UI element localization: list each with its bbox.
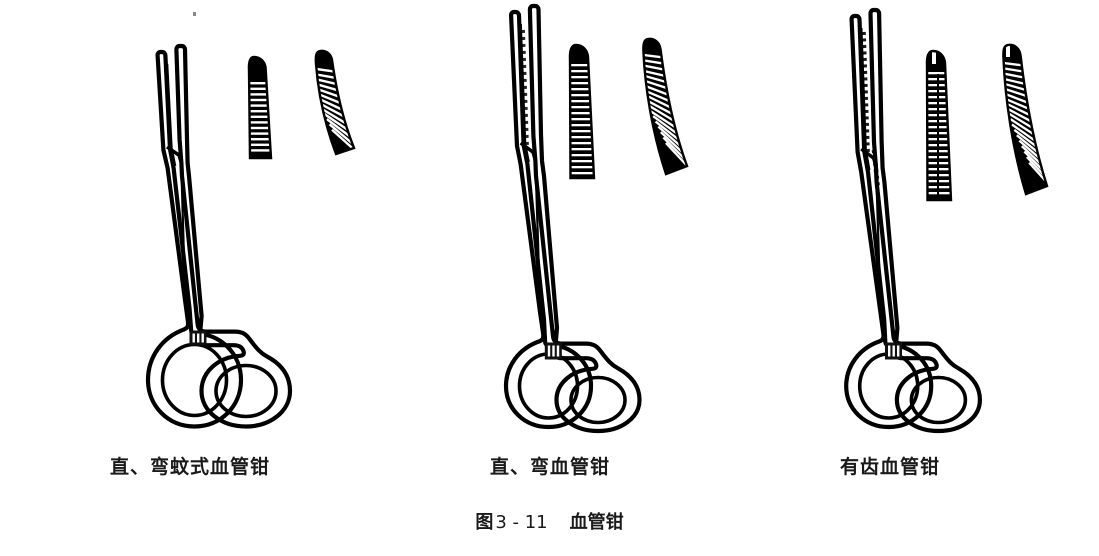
caption-figure-number: 3 - 11 xyxy=(495,512,548,533)
inset-straight-serrated-jaw-tip-1 xyxy=(247,55,273,160)
item-label-row: 直、弯蚊式血管钳 直、弯血管钳 有齿血管钳 xyxy=(0,452,1099,486)
caption-title: 血管钳 xyxy=(569,512,624,533)
scan-speck-artifact xyxy=(193,12,196,16)
caption-fig-word: 图 xyxy=(475,512,494,533)
instrument-group-1 xyxy=(148,46,356,427)
instrument-group-2 xyxy=(506,6,689,431)
inset-straight-toothed-jaw-tip-3 xyxy=(925,49,953,202)
item-label-toothed-hemostat: 有齿血管钳 xyxy=(839,456,940,478)
instrument-toothed-hemostat xyxy=(846,10,980,431)
instrument-group-3 xyxy=(846,10,1049,431)
item-label-standard-hemostat: 直、弯血管钳 xyxy=(489,456,610,478)
inset-curved-serrated-jaw-tip-2 xyxy=(642,37,689,176)
inset-curved-toothed-jaw-tip-3 xyxy=(1002,43,1049,196)
hemostat-illustrations xyxy=(0,0,1049,460)
inset-curved-serrated-jaw-tip-1 xyxy=(314,49,356,156)
inset-straight-serrated-jaw-tip-2 xyxy=(568,43,596,180)
item-label-mosquito-hemostat: 直、弯蚊式血管钳 xyxy=(109,456,270,478)
